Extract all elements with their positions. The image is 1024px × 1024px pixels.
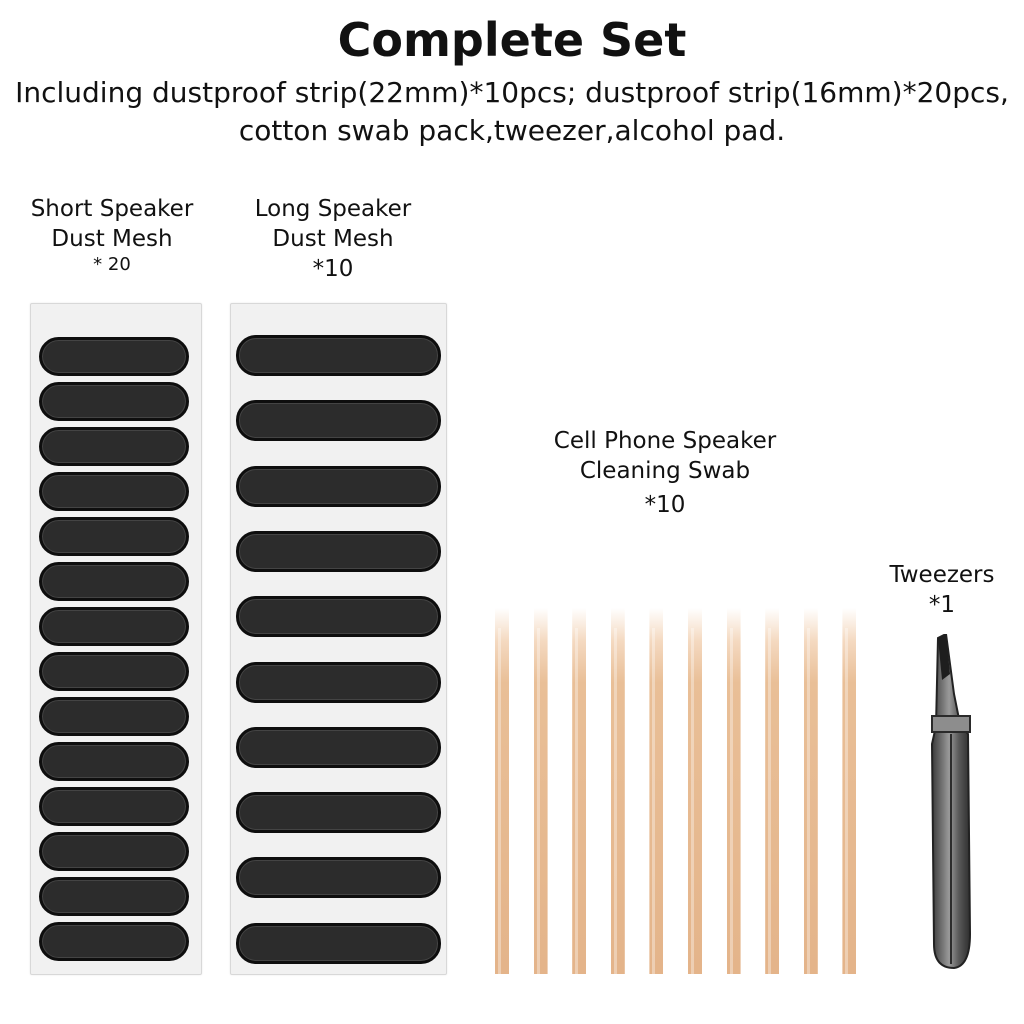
tweezers-icon [924, 632, 974, 974]
short-dust-mesh [39, 517, 189, 556]
short-mesh-label: Short Speaker Dust Mesh * 20 [20, 194, 204, 276]
subtitle-line-1: Including dustproof strip(22mm)*10pcs; d… [15, 76, 1009, 109]
short-dust-mesh [39, 697, 189, 736]
short-dust-mesh [39, 472, 189, 511]
subtitle-line-2: cotton swab pack,tweezer,alcohol pad. [238, 114, 786, 147]
short-mesh-quantity: * 20 [93, 254, 131, 275]
long-dust-mesh [236, 596, 441, 638]
short-dust-mesh [39, 427, 189, 466]
cleaning-swab [572, 558, 587, 974]
tweezers-label-line1: Tweezers [889, 562, 995, 588]
cleaning-swab [533, 558, 548, 974]
long-dust-mesh [236, 400, 441, 442]
tweezers-label: Tweezers *1 [876, 560, 1008, 620]
cleaning-swab [610, 558, 625, 974]
page-title: Complete Set [337, 13, 687, 67]
cleaning-swab [495, 558, 509, 974]
long-mesh-label-line2: Dust Mesh [272, 226, 394, 252]
long-mesh-label-line1: Long Speaker [254, 196, 412, 222]
swab-label-line1: Cell Phone Speaker [553, 428, 777, 454]
long-dust-mesh [236, 465, 441, 507]
short-dust-mesh [39, 652, 189, 691]
cleaning-swab [765, 558, 780, 974]
long-mesh-label: Long Speaker Dust Mesh *10 [232, 194, 434, 284]
cleaning-swab [842, 558, 857, 974]
long-dust-mesh [236, 726, 441, 768]
swab-label: Cell Phone Speaker Cleaning Swab *10 [520, 426, 810, 520]
long-dust-mesh [236, 857, 441, 899]
long-dust-mesh [236, 922, 441, 964]
short-dust-mesh [39, 607, 189, 646]
long-dust-mesh [236, 335, 441, 376]
short-dust-mesh [39, 787, 189, 826]
long-mesh-sheet [230, 303, 447, 975]
cleaning-swab [649, 558, 664, 974]
short-dust-mesh [39, 877, 189, 916]
short-dust-mesh [39, 742, 189, 781]
tweezers-quantity: *1 [928, 592, 956, 618]
short-dust-mesh [39, 562, 189, 601]
short-dust-mesh [39, 337, 189, 376]
short-dust-mesh [39, 922, 189, 961]
cleaning-swab [726, 558, 741, 974]
cleaning-swab [803, 558, 818, 974]
short-dust-mesh [39, 832, 189, 871]
page-subtitle: Including dustproof strip(22mm)*10pcs; d… [0, 74, 1024, 150]
long-dust-mesh [236, 530, 441, 572]
swab-quantity: *10 [644, 492, 686, 518]
short-mesh-sheet [30, 303, 202, 975]
long-dust-mesh [236, 661, 441, 703]
short-mesh-label-line2: Dust Mesh [51, 226, 173, 252]
long-dust-mesh [236, 792, 441, 834]
swab-label-line2: Cleaning Swab [579, 458, 751, 484]
cleaning-swab [688, 558, 702, 974]
short-mesh-label-line1: Short Speaker [30, 196, 194, 222]
short-dust-mesh [39, 382, 189, 421]
long-mesh-quantity: *10 [312, 256, 354, 282]
